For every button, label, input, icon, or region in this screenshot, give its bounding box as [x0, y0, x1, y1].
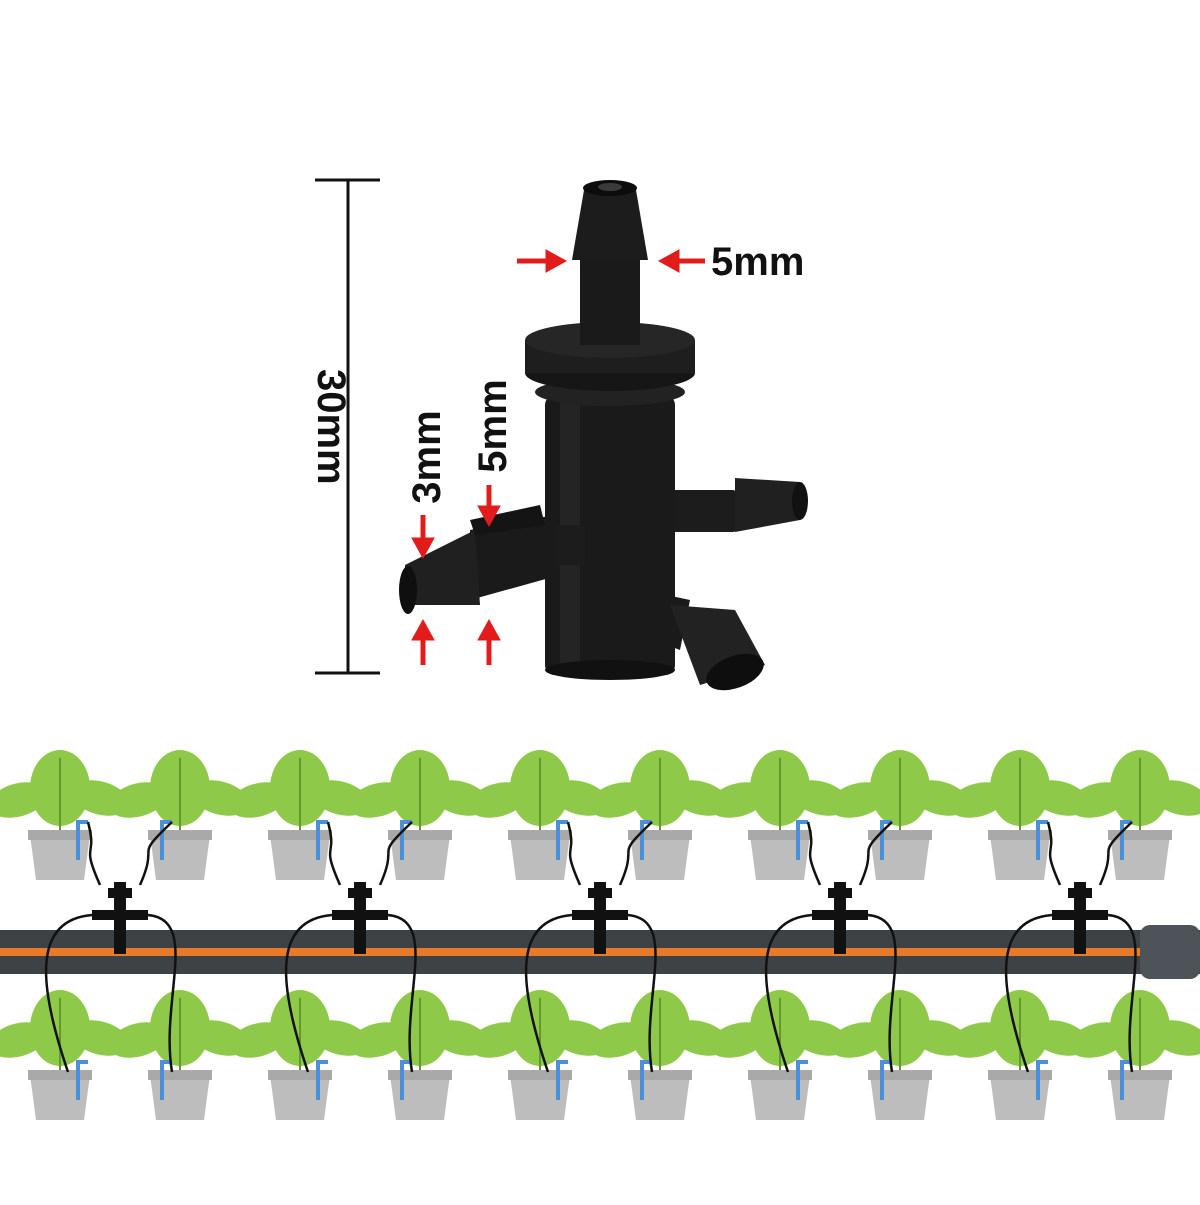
top-outlet-label: 5mm: [711, 240, 805, 284]
drip-tube: [764, 913, 813, 1073]
side-outlet-inner-label: 5mm: [471, 379, 515, 473]
product-diagram: 30mm 5mm 3mm 5mm: [309, 178, 808, 691]
potted-plant: [708, 990, 850, 1120]
drip-tube: [1046, 821, 1062, 886]
drip-tube: [627, 913, 657, 1073]
potted-plant: [588, 750, 730, 880]
potted-plant: [708, 750, 850, 880]
potted-plant: [228, 990, 370, 1120]
drip-tube: [147, 913, 177, 1073]
drip-tube: [378, 821, 413, 886]
potted-plant: [1068, 990, 1200, 1120]
drip-tube: [806, 821, 822, 886]
potted-plant: [228, 750, 370, 880]
drip-tube: [566, 821, 582, 886]
potted-plant: [468, 750, 610, 880]
fitting-illustration: [315, 178, 808, 691]
tee-fitting-mini: [812, 882, 868, 954]
potted-plant: [828, 990, 970, 1120]
tee-fitting: [399, 180, 808, 691]
drip-tube: [387, 913, 417, 1073]
potted-plant: [108, 990, 250, 1120]
drip-tube: [1004, 913, 1053, 1073]
potted-plant: [348, 990, 490, 1120]
drip-tube: [326, 821, 342, 886]
drip-tube: [138, 821, 173, 886]
drip-tube: [86, 821, 102, 886]
side-outlet-outer-label: 3mm: [405, 410, 449, 504]
irrigation-illustration: [0, 750, 1200, 1120]
potted-plant: [0, 990, 130, 1120]
drip-tube: [1107, 913, 1137, 1073]
potted-plant: [828, 750, 970, 880]
height-dimension-line: [315, 178, 380, 675]
potted-plant: [948, 750, 1090, 880]
potted-plant: [108, 750, 250, 880]
drip-tube: [44, 913, 93, 1073]
drip-tube: [284, 913, 333, 1073]
irrigation-scene: [0, 720, 1200, 1200]
potted-plant: [348, 750, 490, 880]
drip-tube: [858, 821, 893, 886]
drip-tube: [524, 913, 573, 1073]
drip-tube: [618, 821, 653, 886]
drip-tube: [1098, 821, 1133, 886]
tee-fitting-mini: [332, 882, 388, 954]
potted-plant: [0, 750, 130, 880]
drip-tube: [867, 913, 897, 1073]
potted-plant: [948, 990, 1090, 1120]
tee-fitting-mini: [1052, 882, 1108, 954]
dimension-arrows: [411, 249, 705, 665]
potted-plant: [468, 990, 610, 1120]
potted-plant: [588, 990, 730, 1120]
height-label: 30mm: [309, 369, 353, 485]
potted-plant: [1068, 750, 1200, 880]
tee-fitting-mini: [572, 882, 628, 954]
tee-fitting-mini: [92, 882, 148, 954]
